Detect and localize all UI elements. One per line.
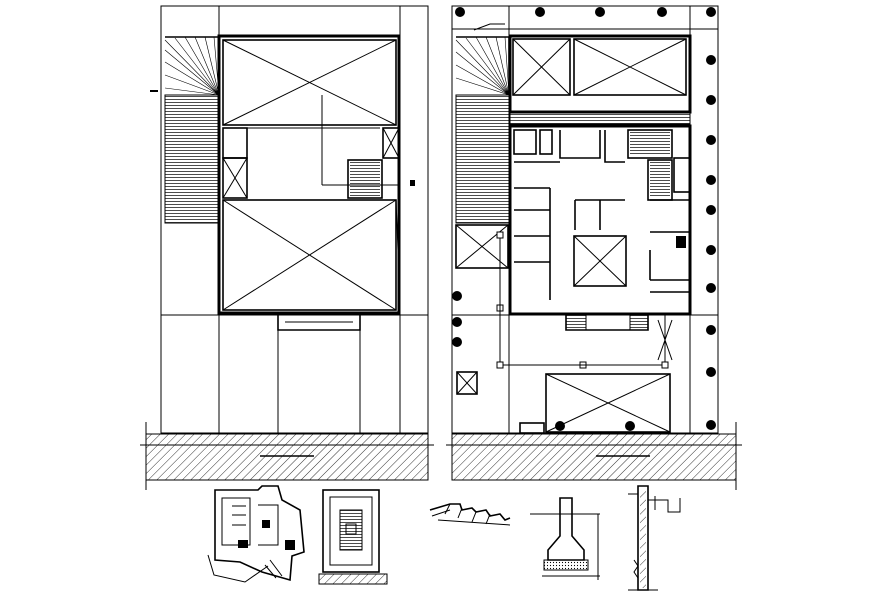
detail-footing-section <box>530 497 600 580</box>
detail-wall-section <box>628 485 681 591</box>
tree-symbols <box>452 7 716 431</box>
detail-stair-section <box>429 503 511 526</box>
upper-floor-plan <box>451 5 719 434</box>
ground-floor-plan <box>150 5 429 434</box>
fan-stair <box>164 36 220 224</box>
detail-key-plan <box>318 489 388 585</box>
road-section-right <box>446 422 742 490</box>
road-section-left <box>140 422 434 490</box>
detail-site-plan <box>207 485 305 583</box>
